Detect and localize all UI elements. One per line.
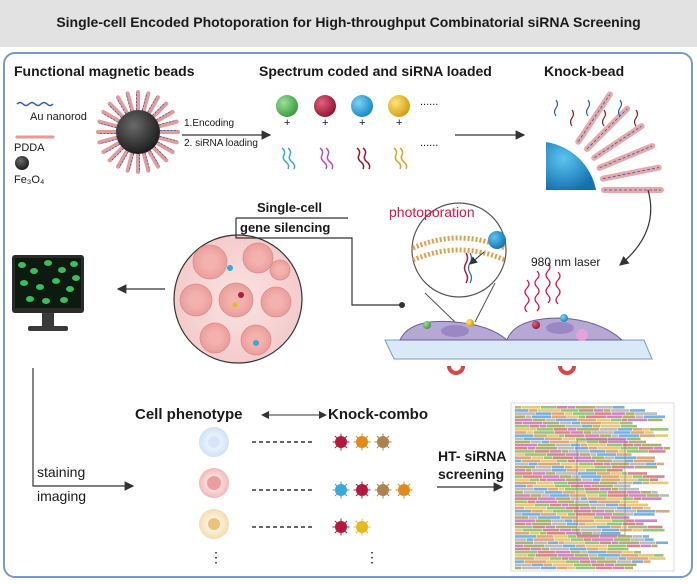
staining-label: staining [37, 464, 86, 480]
fe3o4-legend-icon [15, 156, 29, 170]
plus-sign-4: + [396, 117, 403, 129]
monitor-icon [12, 255, 84, 331]
title-bar [0, 0, 697, 47]
pdda-label: PDDA [14, 142, 45, 154]
screening-heatmap-chart [510, 402, 675, 572]
functional-beads-heading: Functional magnetic beads [14, 63, 195, 79]
combo-bead-icon [377, 436, 389, 448]
gene-silencing-label: gene silencing [240, 220, 331, 235]
combo-bead-icon [398, 484, 410, 496]
sirna-strand-icon [325, 147, 334, 170]
imaging-label: imaging [37, 488, 87, 504]
laser-label: 980 nm laser [531, 255, 601, 269]
combo-bead-icon [335, 436, 347, 448]
encoding-step-label: 1.Encoding [184, 118, 235, 129]
cell-dish-icon [173, 234, 303, 364]
knock-combo-beads-group [332, 433, 413, 536]
single-cell-label: Single-cell [257, 200, 323, 215]
photoporation-zoom-icon [411, 202, 507, 323]
sirna-strands-group [281, 147, 408, 170]
sirna-strand-icon [356, 147, 365, 170]
au-nanorod-label: Au nanorod [30, 111, 87, 123]
adherent-cells-icon [384, 314, 653, 375]
combo-bead-icon [335, 521, 347, 533]
phenotype-vdots: ⋮ [209, 549, 223, 565]
spectrum-coded-heading: Spectrum coded and siRNA loaded [259, 63, 492, 79]
silencing-connector-line [235, 218, 402, 306]
combo-bead-icon [356, 521, 368, 533]
coded-bead-yellow-icon [388, 95, 410, 117]
fe3o4-label: Fe₃O₄ [14, 174, 45, 186]
combo-bead-icon [377, 484, 389, 496]
combo-bead-icon [335, 484, 347, 496]
photoporation-label: photoporation [389, 204, 475, 220]
coded-bead-red-icon [314, 95, 336, 117]
knock-combo-label: Knock-combo [328, 406, 429, 423]
phenotype-cells-group [199, 427, 229, 539]
combo-vdots: ⋮ [365, 549, 379, 565]
diagram-frame [3, 52, 693, 578]
staining-imaging-arrow [32, 368, 135, 491]
page-title: Single-cell Encoded Photoporation for Hi… [56, 14, 641, 30]
coded-beads-group [276, 95, 410, 170]
coded-bead-green-icon [276, 95, 298, 117]
ellipsis-top: ...... [420, 96, 439, 108]
au-nanorod-legend-icon [16, 101, 54, 107]
sirna-strand-icon [287, 147, 296, 170]
dashed-connectors [252, 441, 315, 528]
combo-bead-icon [356, 484, 368, 496]
functional-magnetic-bead-icon [96, 90, 180, 174]
sirna-strand-icon [281, 147, 290, 170]
combo-bead-icon [356, 436, 368, 448]
knock-bead-to-cell-arrow [619, 189, 652, 266]
knock-bead-heading: Knock-bead [544, 63, 625, 79]
connector-dot [399, 302, 405, 308]
knock-bead-illustration [546, 91, 668, 193]
sirna-strand-icon [319, 147, 328, 170]
ellipsis-bottom: ...... [420, 137, 439, 149]
laser-beams-icon [524, 262, 561, 313]
screening-label: screening [438, 466, 505, 482]
sirna-strand-icon [399, 147, 408, 170]
plus-sign-2: + [322, 117, 329, 129]
plus-sign-1: + [284, 117, 291, 129]
cell-phenotype-label: Cell phenotype [135, 406, 243, 423]
knock-bead-core-icon [546, 142, 596, 190]
plus-sign-3: + [359, 117, 366, 129]
ht-sirna-label: HT- siRNA [438, 448, 507, 464]
coded-bead-blue-icon [351, 95, 373, 117]
sirna-strand-icon [362, 147, 371, 170]
sirna-strand-icon [393, 147, 402, 170]
bead-core-icon [116, 110, 160, 154]
sirna-loading-step-label: 2. siRNA loading [184, 138, 258, 149]
